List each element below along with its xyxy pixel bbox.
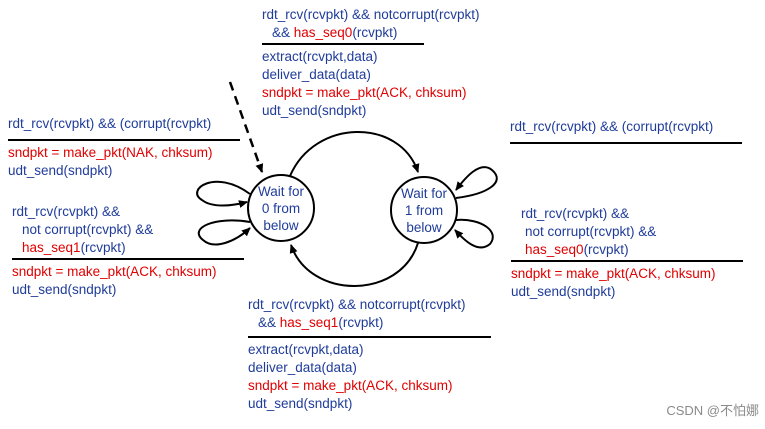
initial-state-arrow [228, 81, 264, 173]
transition-right-lower: rdt_rcv(rcvpkt) && not corrupt(rcvpkt) &… [511, 205, 743, 301]
transition-top: rdt_rcv(rcvpkt) && notcorrupt(rcvpkt) &&… [262, 6, 480, 120]
self-loop-state0-lower [197, 219, 251, 246]
action-line: udt_send(sndpkt) [262, 103, 367, 118]
event-line: not corrupt(rcvpkt) && [22, 222, 154, 237]
action-line: deliver_data(data) [262, 67, 371, 82]
arrow-state1-to-state0 [289, 242, 419, 287]
event-line: rdt_rcv(rcvpkt) && notcorrupt(rcvpkt) [248, 297, 466, 312]
transition-left-upper: rdt_rcv(rcvpkt) && (corrupt(rcvpkt) sndp… [8, 115, 240, 180]
action-line: udt_send(sndpkt) [12, 282, 117, 297]
action-line: sndpkt = make_pkt(ACK, chksum) [262, 85, 467, 100]
watermark: CSDN @不怕娜 [666, 403, 759, 418]
action-line: extract(rcvpkt,data) [248, 342, 364, 357]
transition-right-upper: rdt_rcv(rcvpkt) && (corrupt(rcvpkt) [510, 118, 742, 147]
transition-bottom: rdt_rcv(rcvpkt) && notcorrupt(rcvpkt) &&… [248, 296, 491, 413]
event-line: && has_seq0(rcvpkt) [272, 25, 398, 40]
event-line: rdt_rcv(rcvpkt) && [521, 206, 630, 221]
transition-divider [8, 139, 240, 141]
action-line: sndpkt = make_pkt(ACK, chksum) [248, 378, 453, 393]
event-line: rdt_rcv(rcvpkt) && (corrupt(rcvpkt) [510, 119, 714, 134]
event-line: has_seq1 [22, 240, 81, 255]
event-line: && has_seq1(rcvpkt) [258, 315, 384, 330]
transition-divider [262, 43, 424, 45]
event-line: rdt_rcv(rcvpkt) && [12, 204, 121, 219]
transition-divider [248, 336, 491, 338]
action-line: udt_send(sndpkt) [8, 163, 113, 178]
action-line: sndpkt = make_pkt(ACK, chksum) [511, 266, 716, 281]
state-wait-1 [390, 176, 458, 244]
transition-left-lower: rdt_rcv(rcvpkt) && not corrupt(rcvpkt) &… [12, 203, 244, 299]
event-line: has_seq0 [525, 242, 584, 257]
transition-divider [510, 142, 742, 144]
self-loop-state0-upper [196, 180, 251, 208]
action-line: extract(rcvpkt,data) [262, 49, 378, 64]
self-loop-state1-lower [454, 218, 494, 249]
action-line: sndpkt = make_pkt(ACK, chksum) [12, 264, 217, 279]
event-line: rdt_rcv(rcvpkt) && notcorrupt(rcvpkt) [262, 7, 480, 22]
self-loop-state1-upper [455, 166, 498, 199]
event-line: not corrupt(rcvpkt) && [525, 224, 657, 239]
arrow-state0-to-state1 [289, 131, 420, 177]
action-line: udt_send(sndpkt) [248, 396, 353, 411]
transition-divider [511, 260, 743, 262]
action-line: deliver_data(data) [248, 360, 357, 375]
state-wait-0 [247, 174, 315, 242]
event-line: rdt_rcv(rcvpkt) && (corrupt(rcvpkt) [8, 116, 212, 131]
transition-divider [12, 258, 244, 260]
action-line: udt_send(sndpkt) [511, 284, 616, 299]
action-line: sndpkt = make_pkt(NAK, chksum) [8, 145, 213, 160]
